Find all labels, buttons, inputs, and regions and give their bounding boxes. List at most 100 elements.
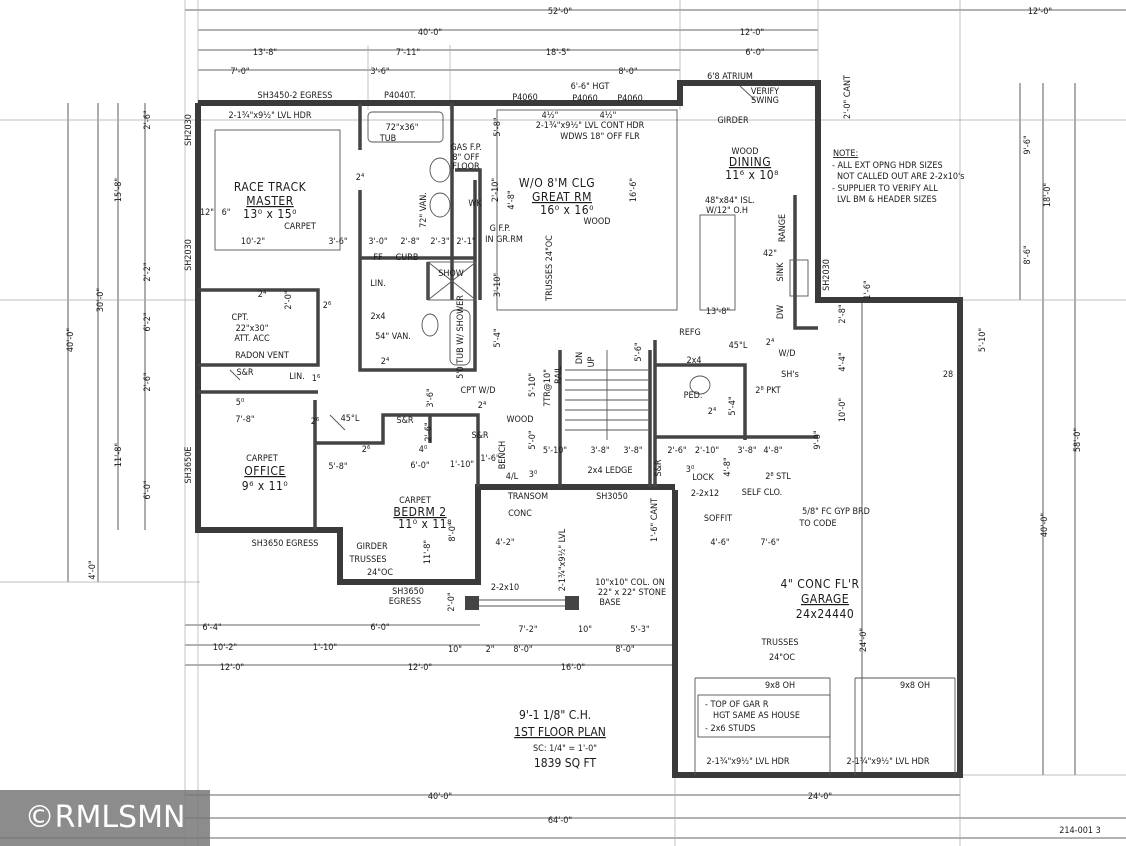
label: SH3650 [392, 587, 424, 597]
label: BENCH [498, 441, 508, 469]
label: REFG [679, 328, 701, 338]
dimension: 2'-6" [143, 372, 153, 391]
dimension: 5'-8" [493, 117, 503, 136]
fixtures [214, 85, 956, 775]
dimension: 8'-6" [1023, 245, 1033, 264]
label: SH2030 [822, 259, 832, 291]
label: FF [373, 253, 383, 263]
dimension: 13'-8" [706, 307, 730, 317]
porch-column [565, 596, 579, 610]
room-office: CARPET OFFICE 9⁶ x 11⁰ [242, 454, 289, 493]
dimension: 6'-0" [143, 480, 153, 499]
svg-text:1ST FLOOR PLAN: 1ST FLOOR PLAN [514, 725, 606, 739]
label: RANGE [778, 214, 788, 242]
label: 45°L [341, 414, 360, 424]
dimension: 1'-6" [480, 454, 499, 464]
svg-text:9⁶ x 11⁰: 9⁶ x 11⁰ [242, 479, 289, 493]
svg-text:24x24440: 24x24440 [796, 607, 854, 621]
svg-text:MASTER: MASTER [246, 194, 293, 208]
dimension: 8'-0" [615, 645, 634, 655]
dimension: 7TR@10" [543, 369, 553, 407]
label: TRANSOM [507, 492, 548, 502]
dimension: 3⁰ [529, 470, 537, 480]
dimension: 11'-8" [423, 540, 433, 564]
label: P4060 [512, 93, 537, 103]
dimension: 4'-8" [723, 457, 733, 476]
dimension: 4'-8" [763, 446, 782, 456]
svg-text:9'-1 1/8" C.H.: 9'-1 1/8" C.H. [519, 708, 591, 722]
dimension: 2⁴ [766, 338, 774, 348]
dimension: 42" [763, 249, 777, 259]
label: SH2030 [184, 114, 194, 146]
dimension: 2'-10" [491, 178, 501, 202]
label: 2-1¾"x9½" LVL HDR [847, 757, 930, 767]
dimension: 2'-8" [838, 304, 848, 323]
label: G F.P. [490, 224, 511, 234]
dimension: 2'-10" [695, 446, 719, 456]
dimension: 2'-2" [143, 262, 153, 281]
dimension: 16'-6" [629, 178, 639, 202]
dimension: 58'-0" [1073, 428, 1083, 452]
dimension: 24'-0" [859, 628, 869, 652]
label: 24"OC [367, 568, 393, 578]
dimension: 16'-0" [561, 663, 585, 673]
label: WK [468, 199, 482, 209]
dimension: 40'-0" [428, 792, 452, 802]
dimension: 5'-4" [728, 396, 738, 415]
label: LOCK [692, 473, 714, 483]
label: CONC [508, 509, 532, 519]
label: 2'-0" CANT [843, 75, 853, 119]
label: 6'-6" HGT [571, 82, 610, 92]
label: VERIFY [751, 87, 779, 97]
label: HGT SAME AS HOUSE [713, 711, 800, 721]
plan-title-block: 9'-1 1/8" C.H. 1ST FLOOR PLAN SC: 1/4" =… [514, 708, 1101, 836]
label: DW [776, 305, 786, 319]
label: SH's [781, 370, 799, 380]
svg-text:BEDRM 2: BEDRM 2 [393, 505, 446, 519]
svg-text:SC: 1/4" = 1'-0": SC: 1/4" = 1'-0" [533, 744, 597, 754]
dimension: 7'-11" [396, 48, 420, 58]
label: SELF CLO. [742, 488, 782, 498]
tub-shower [449, 309, 471, 366]
label: IN GR.RM [485, 235, 523, 245]
svg-text:NOT CALLED OUT ARE 2-2x10's: NOT CALLED OUT ARE 2-2x10's [837, 172, 965, 182]
dimension: 5'-4" [493, 328, 503, 347]
label: 72"x36" [386, 123, 419, 133]
general-note: NOTE: - ALL EXT OPNG HDR SIZES NOT CALLE… [832, 149, 965, 205]
label: 72" VAN. [419, 192, 429, 228]
label: 9x8 OH [900, 681, 930, 691]
label: 2-1¾"x9½" LVL [558, 528, 568, 591]
label: P4060 [617, 94, 642, 104]
annotations: SH3450-2 EGRESS P4040T. P4060 6'-6" HGT … [184, 72, 965, 767]
walls [195, 80, 963, 778]
dimension: 10'-2" [213, 643, 237, 653]
dimension: 18'-5" [546, 48, 570, 58]
dimension: 4'-2" [495, 538, 514, 548]
svg-text:1839 SQ FT: 1839 SQ FT [534, 756, 597, 770]
dimension: 64'-0" [548, 816, 572, 826]
label: 2⁸ STL [765, 472, 791, 482]
dimension: 28 [943, 370, 953, 380]
label: S&R [471, 431, 488, 441]
dimension: 5'-10" [978, 328, 988, 352]
dimension: 5'-6" [634, 342, 644, 361]
label: 2⁸ PKT [755, 386, 780, 396]
dimension: 2'-6" [424, 422, 434, 441]
dimension: 3'-6" [328, 237, 347, 247]
dimension: 3'-6" [370, 67, 389, 77]
dimension: 4'-6" [710, 538, 729, 548]
dimension: 4⁰ [419, 445, 427, 455]
label: SOFFIT [704, 514, 732, 524]
label: WDWS 18" OFF FLR [560, 132, 640, 142]
label: WOOD [507, 415, 534, 425]
svg-text:WOOD: WOOD [732, 147, 759, 157]
dimension: 3'-10" [493, 273, 503, 297]
svg-text:- SUPPLIER TO VERIFY ALL: - SUPPLIER TO VERIFY ALL [832, 184, 938, 194]
room-bedroom-2: CARPET BEDRM 2 11⁰ x 11⁸ [393, 496, 451, 531]
dimension: 6'-0" [410, 461, 429, 471]
label: UP [587, 356, 597, 367]
dimension: 52'-0" [548, 7, 572, 17]
dimension: 6'-0" [370, 623, 389, 633]
label: 2-1¾"x9½" LVL CONT HDR [536, 121, 645, 131]
